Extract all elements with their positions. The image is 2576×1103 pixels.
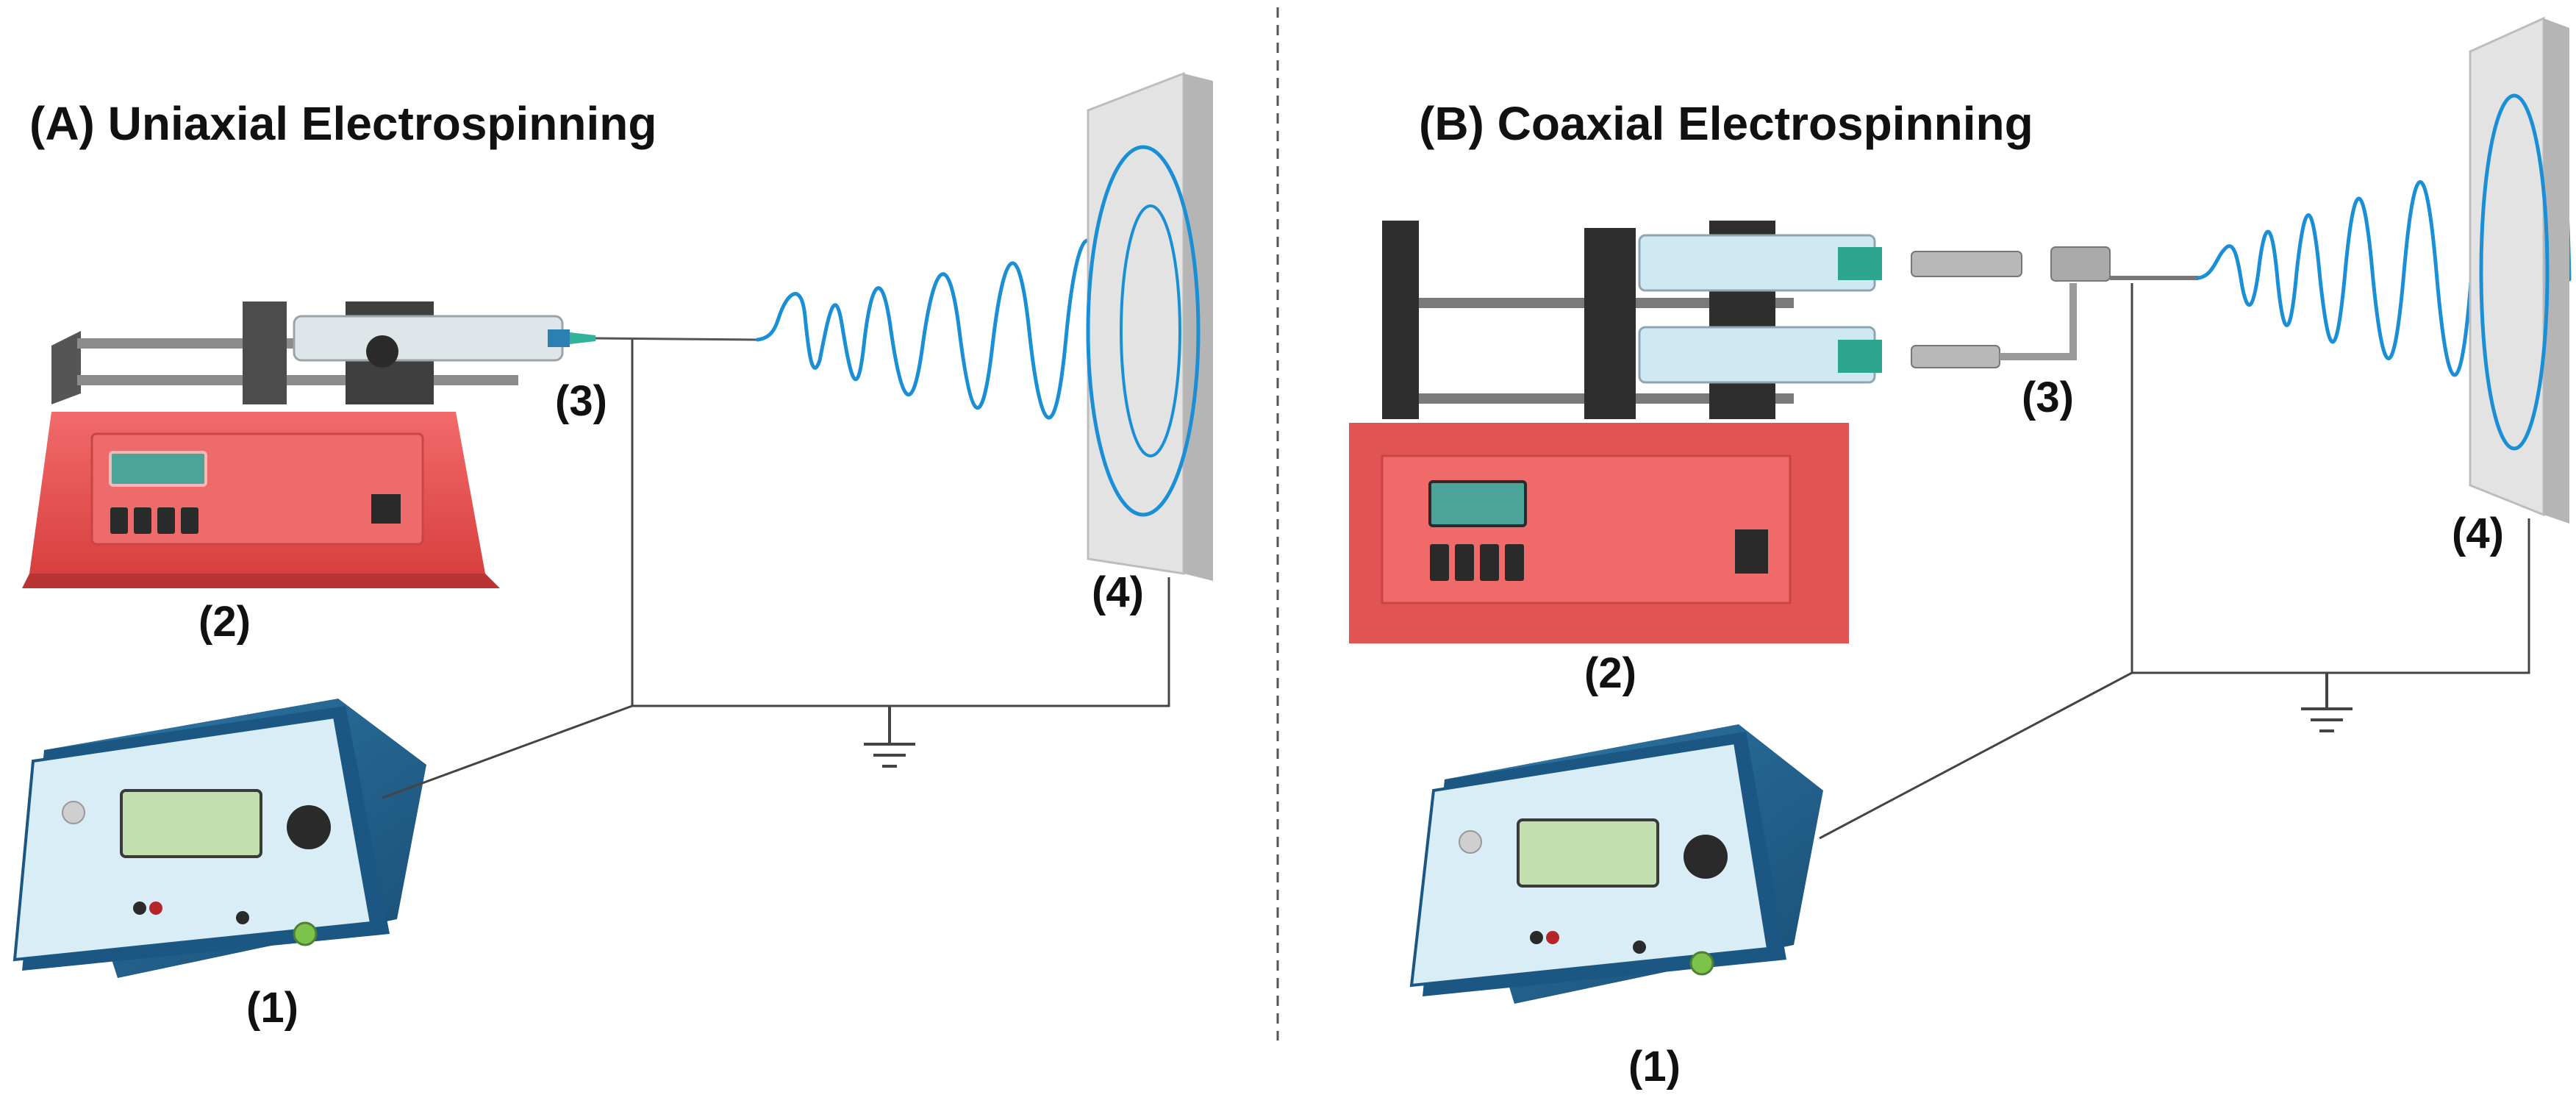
label-b-collector: (4)	[2452, 510, 2504, 557]
collector-a	[1086, 71, 1213, 581]
pump-a-buttons	[110, 507, 198, 534]
supply-b-display	[1517, 818, 1659, 888]
collector-b	[2469, 16, 2569, 524]
syringe-pump-b	[1349, 221, 2111, 643]
syringe-pump-a	[22, 301, 595, 588]
panel-b: (B) Coaxial Electrospinning	[1349, 16, 2572, 1090]
syringe-a-barrel	[293, 315, 564, 362]
power-supply-a	[12, 699, 426, 978]
power-supply-b	[1409, 724, 1823, 1004]
panel-b-title: (B) Coaxial Electrospinning	[1419, 97, 2033, 150]
ground-symbol-a	[864, 706, 915, 768]
label-a-collector: (4)	[1092, 568, 1144, 616]
pump-a-switch	[371, 494, 401, 524]
label-b-supply: (1)	[1628, 1043, 1681, 1090]
pump-b-buttons	[1430, 544, 1524, 581]
pump-b-switch	[1735, 529, 1768, 574]
label-b-needle: (3)	[2022, 374, 2074, 421]
ground-symbol-b	[2301, 673, 2353, 732]
needle-a	[595, 337, 758, 341]
panel-a: (A) Uniaxial Electrospinning	[12, 71, 1213, 1032]
pump-a-display	[109, 451, 207, 487]
label-b-pump: (2)	[1584, 649, 1636, 697]
label-a-pump: (2)	[198, 598, 251, 646]
label-a-supply: (1)	[246, 984, 298, 1032]
wire-a-ground	[632, 577, 1170, 707]
panel-a-title: (A) Uniaxial Electrospinning	[29, 97, 656, 150]
supply-a-display	[120, 789, 262, 858]
label-a-needle: (3)	[555, 377, 607, 425]
wire-b-ground	[2132, 518, 2530, 674]
pump-b-display	[1428, 480, 1527, 527]
